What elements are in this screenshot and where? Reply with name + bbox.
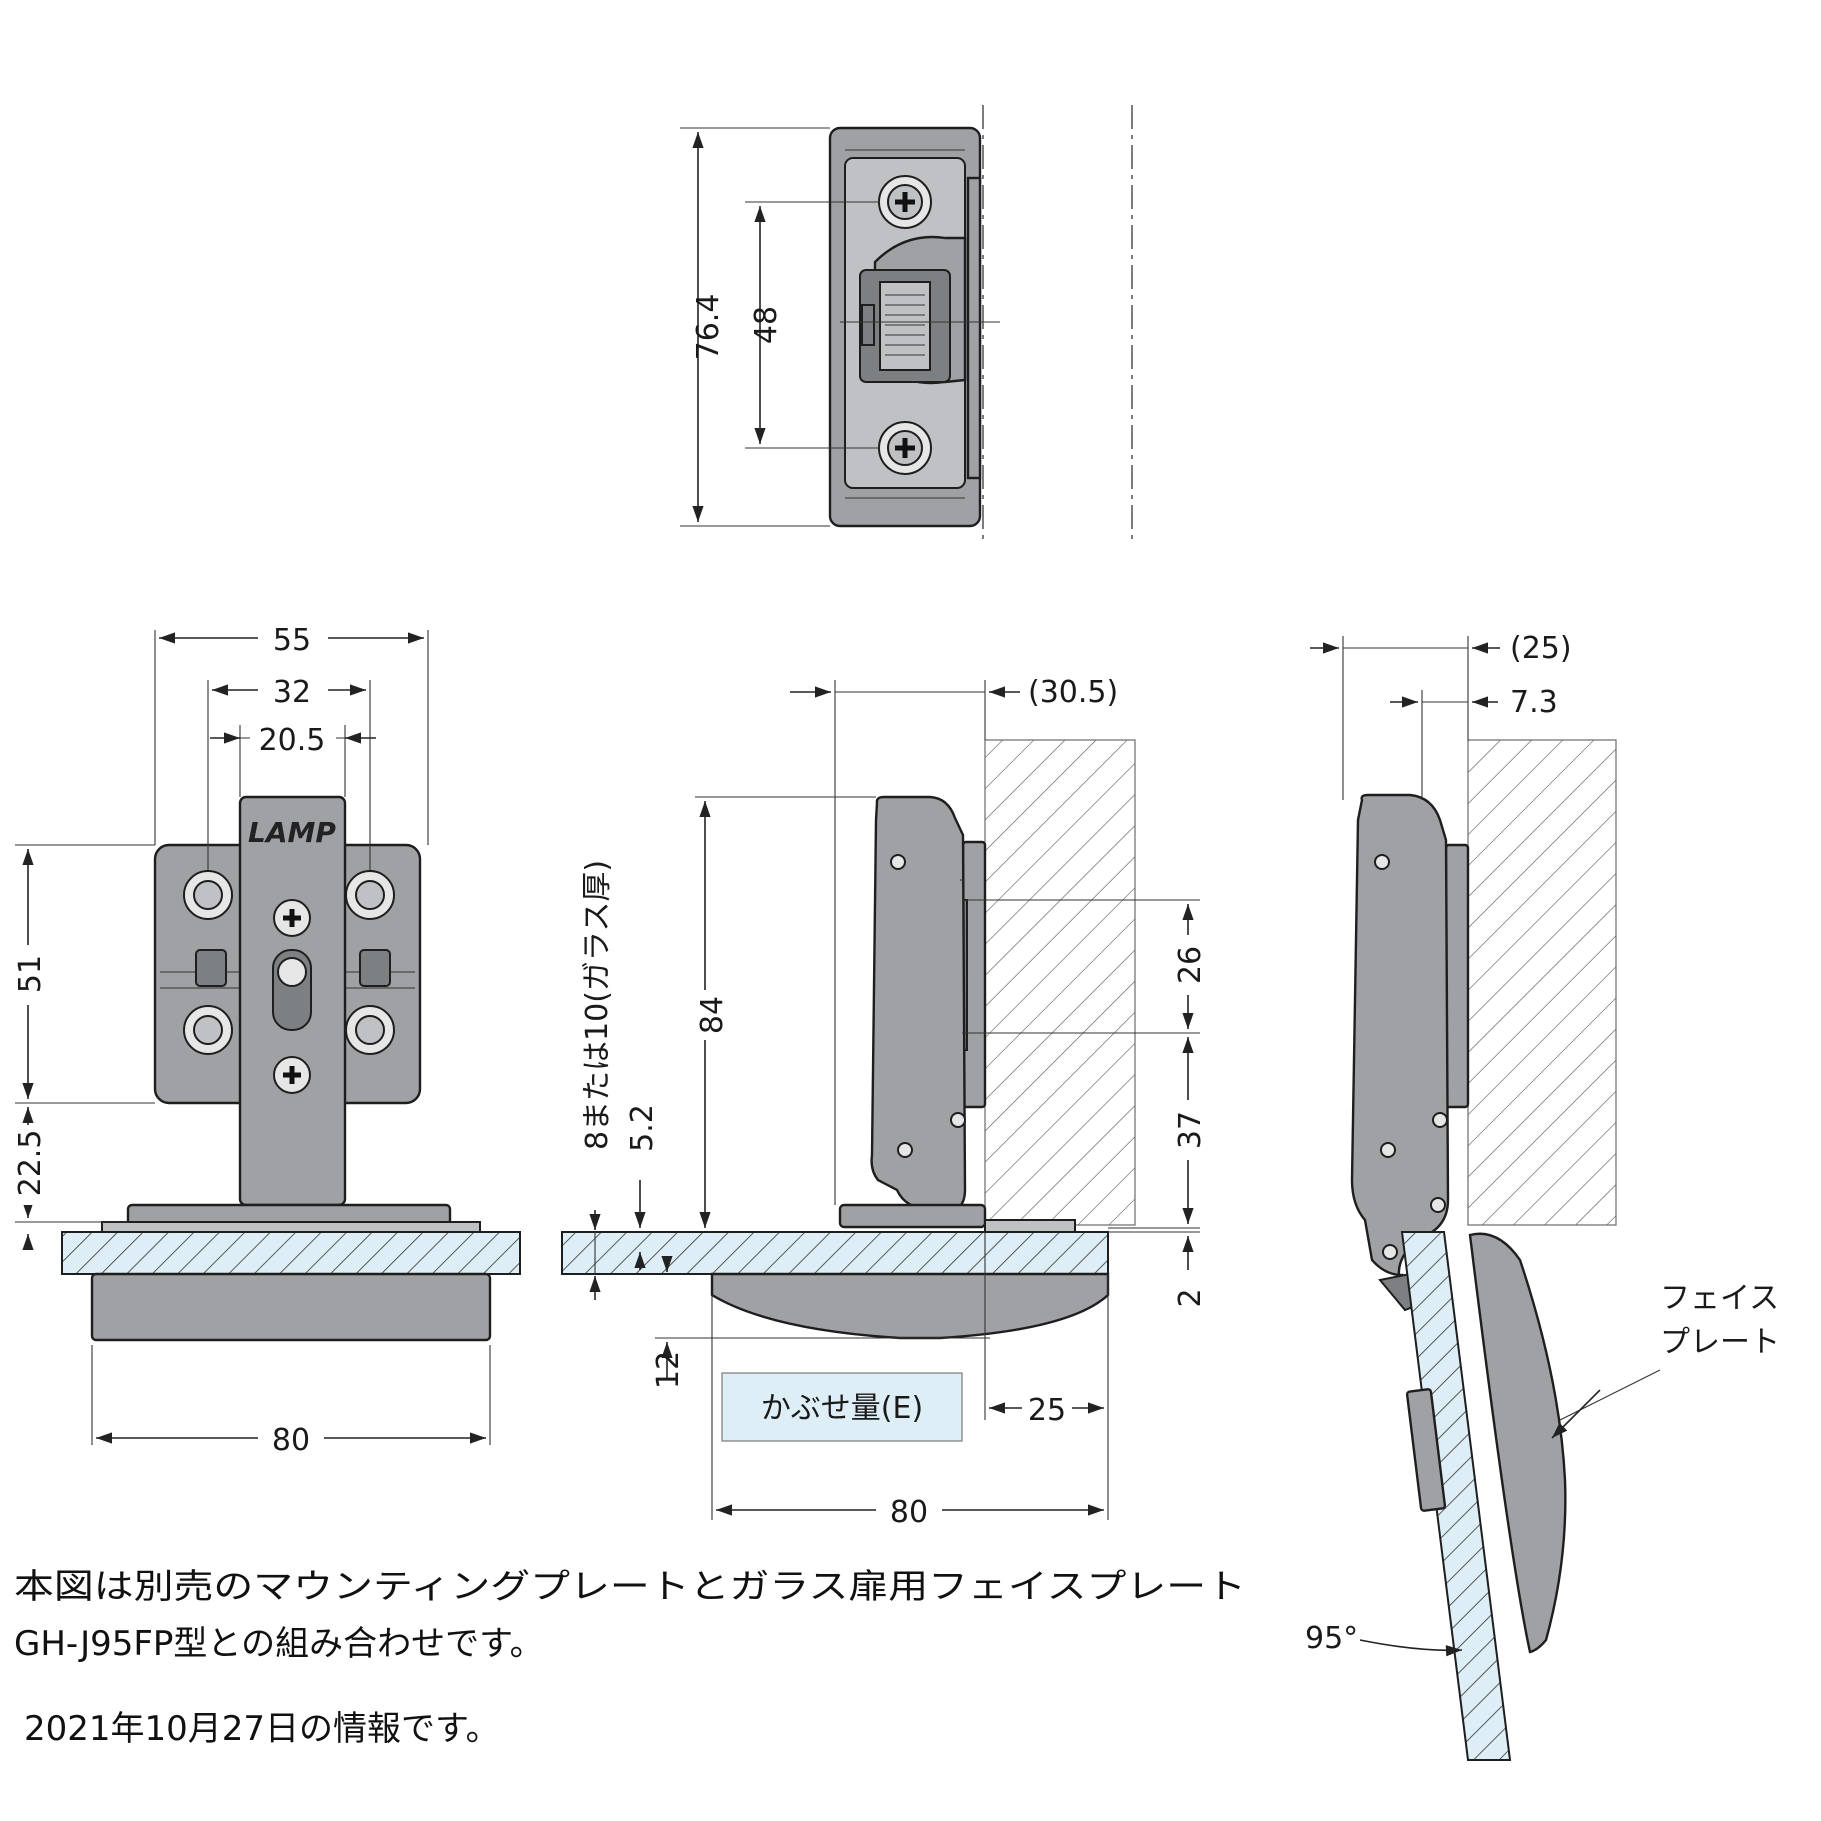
dim-right-7-3: 7.3	[1510, 685, 1558, 720]
screw-icon	[878, 421, 932, 475]
face-plate-label-line1: フェイス	[1660, 1281, 1779, 1316]
dim-width-20-5: 20.5	[259, 723, 326, 758]
front-view: LAMP 55 32 20.5	[13, 620, 521, 1458]
dim-side-2: 2	[1173, 1288, 1208, 1307]
dim-side-84: 84	[695, 996, 730, 1034]
dim-width-32: 32	[273, 675, 311, 710]
dim-base-80-left: 80	[272, 1423, 310, 1458]
dim-width-55: 55	[273, 623, 311, 658]
dim-glass-thickness: 8または10(ガラス厚)	[580, 860, 615, 1150]
note-line-2: GH-J95FP型との組み合わせです。	[14, 1624, 544, 1664]
dim-right-25: (25)	[1510, 631, 1572, 666]
dim-side-25: 25	[1028, 1393, 1066, 1428]
dim-side-30-5: (30.5)	[1028, 675, 1118, 710]
dim-height-51: 51	[13, 955, 48, 993]
overlay-label: かぶせ量(E)	[761, 1391, 923, 1426]
dim-top-pitch: 48	[749, 306, 784, 344]
face-plate-label-line2: プレート	[1660, 1325, 1780, 1360]
notes: 本図は別売のマウンティングプレートとガラス扉用フェイスプレート GH-J95FP…	[14, 1567, 1246, 1749]
screw-icon	[273, 899, 311, 937]
mounting-hole-icon	[345, 870, 395, 920]
screw-icon	[878, 175, 932, 229]
adjust-screw-icon	[272, 949, 312, 1031]
dim-angle-95: 95°	[1305, 1621, 1358, 1656]
open-view: フェイス プレート (25) 7.3 95°	[1305, 631, 1780, 1761]
mounting-hole-icon	[183, 870, 233, 920]
top-view: 76.4 48	[680, 105, 1133, 545]
gear-teeth-icon	[885, 294, 925, 356]
dim-side-37: 37	[1173, 1111, 1208, 1149]
screw-icon	[273, 1056, 311, 1094]
note-line-1: 本図は別売のマウンティングプレートとガラス扉用フェイスプレート	[14, 1567, 1246, 1607]
dim-height-22-5: 22.5	[13, 1130, 48, 1197]
note-date: 2021年10月27日の情報です。	[24, 1709, 500, 1749]
dim-top-height: 76.4	[691, 294, 726, 361]
brand-mark: LAMP	[248, 816, 336, 849]
dim-offset-5-2: 5.2	[625, 1104, 660, 1152]
mounting-hole-icon	[183, 1005, 233, 1055]
side-view: かぶせ量(E) (30.5) 84 8または10(ガラス厚) 5.2 26 37…	[561, 675, 1208, 1530]
dim-side-12: 12	[651, 1351, 686, 1389]
mounting-hole-icon	[345, 1005, 395, 1055]
dim-side-80: 80	[890, 1495, 928, 1530]
dim-side-26: 26	[1173, 946, 1208, 984]
